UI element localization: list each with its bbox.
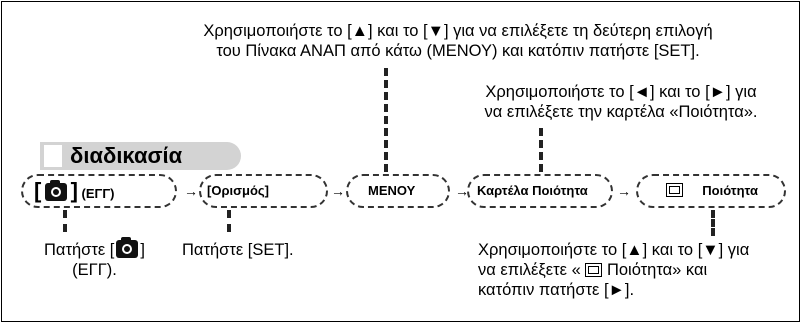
connector-quality — [711, 210, 715, 236]
right-note: Χρησιμοποιήστε το [◄] και το [►] για να … — [445, 82, 797, 122]
step-quality-box — [636, 174, 786, 208]
quality-square-icon — [666, 183, 683, 197]
quality-note-line2a: να επιλέξετε « — [478, 261, 586, 279]
step-rec-box — [21, 174, 177, 208]
right-note-line2: να επιλέξετε την καρτέλα «Ποιότητα». — [484, 103, 758, 121]
set-note: Πατήστε [SET]. — [182, 241, 294, 259]
procedure-label: διαδικασία — [70, 143, 183, 168]
quality-note-line2: να επιλέξετε « Ποιότητα» και — [478, 260, 749, 280]
quality-square-icon — [585, 263, 603, 277]
procedure-tab-marker — [44, 145, 62, 167]
step-rec-bracket-open: [ — [34, 178, 42, 203]
connector-set — [227, 210, 231, 232]
connector-rec — [63, 210, 67, 232]
top-note: Χρησιμοποιήστε το [▲] και το [▼] για να … — [148, 21, 768, 61]
rec-note-line1: Πατήστε [] — [27, 237, 162, 260]
step-tab: Καρτέλα Ποιότητα — [477, 183, 588, 198]
connector-top — [384, 68, 388, 172]
rec-note-close: ] — [140, 241, 145, 259]
rec-note: Πατήστε [] (ΕΓΓ). — [27, 237, 162, 280]
step-menu-box — [346, 174, 450, 208]
step-quality-text: Ποιότητα — [702, 183, 758, 198]
arrow-4: → — [617, 183, 631, 199]
step-rec-bracket-close: ] — [70, 178, 78, 203]
right-note-line1: Χρησιμοποιήστε το [◄] και το [►] για — [485, 83, 757, 101]
quality-note-line2b: Ποιότητα» και — [602, 261, 708, 279]
top-note-line2: του Πίνακα ΑΝΑΠ από κάτω (ΜΕΝΟΥ) και κατ… — [216, 42, 700, 60]
step-tab-box — [467, 174, 613, 208]
step-settings-box — [199, 174, 328, 208]
quality-note-line1: Χρησιμοποιήστε το [▲] και το [▼] για — [478, 241, 750, 259]
rec-note-line2: (ΕΓΓ). — [72, 261, 117, 279]
arrow-1: → — [184, 183, 198, 199]
connector-right — [539, 128, 543, 172]
arrow-2: → — [331, 183, 345, 199]
quality-note: Χρησιμοποιήστε το [▲] και το [▼] για να … — [478, 240, 749, 300]
rec-note-open: Πατήστε [ — [44, 241, 115, 259]
step-rec: [ ] (ΕΓΓ) — [34, 178, 115, 207]
arrow-3: → — [455, 183, 469, 199]
procedure-tab — [40, 142, 241, 170]
top-note-line1: Χρησιμοποιήστε το [▲] και το [▼] για να … — [203, 22, 713, 40]
camera-icon — [116, 237, 139, 258]
step-settings: [Ορισμός] — [207, 183, 269, 198]
step-menu: ΜΕΝΟΥ — [368, 183, 416, 198]
camera-icon — [44, 180, 67, 201]
quality-note-line3: κατόπιν πατήστε [►]. — [478, 281, 635, 299]
step-rec-text: (ΕΓΓ) — [81, 186, 115, 201]
step-quality: Ποιότητα — [666, 178, 758, 204]
